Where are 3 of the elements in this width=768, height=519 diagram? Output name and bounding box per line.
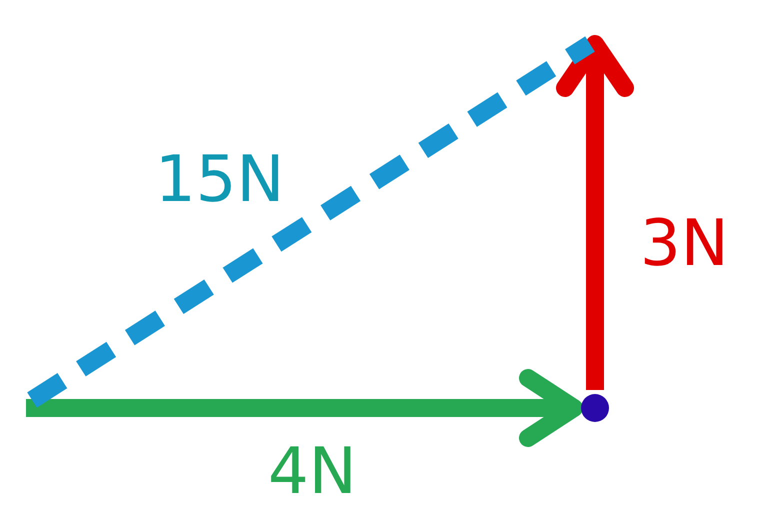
force-label: 4N <box>268 440 357 504</box>
force-label: 15N <box>155 148 284 212</box>
force-label: 3N <box>640 212 729 276</box>
